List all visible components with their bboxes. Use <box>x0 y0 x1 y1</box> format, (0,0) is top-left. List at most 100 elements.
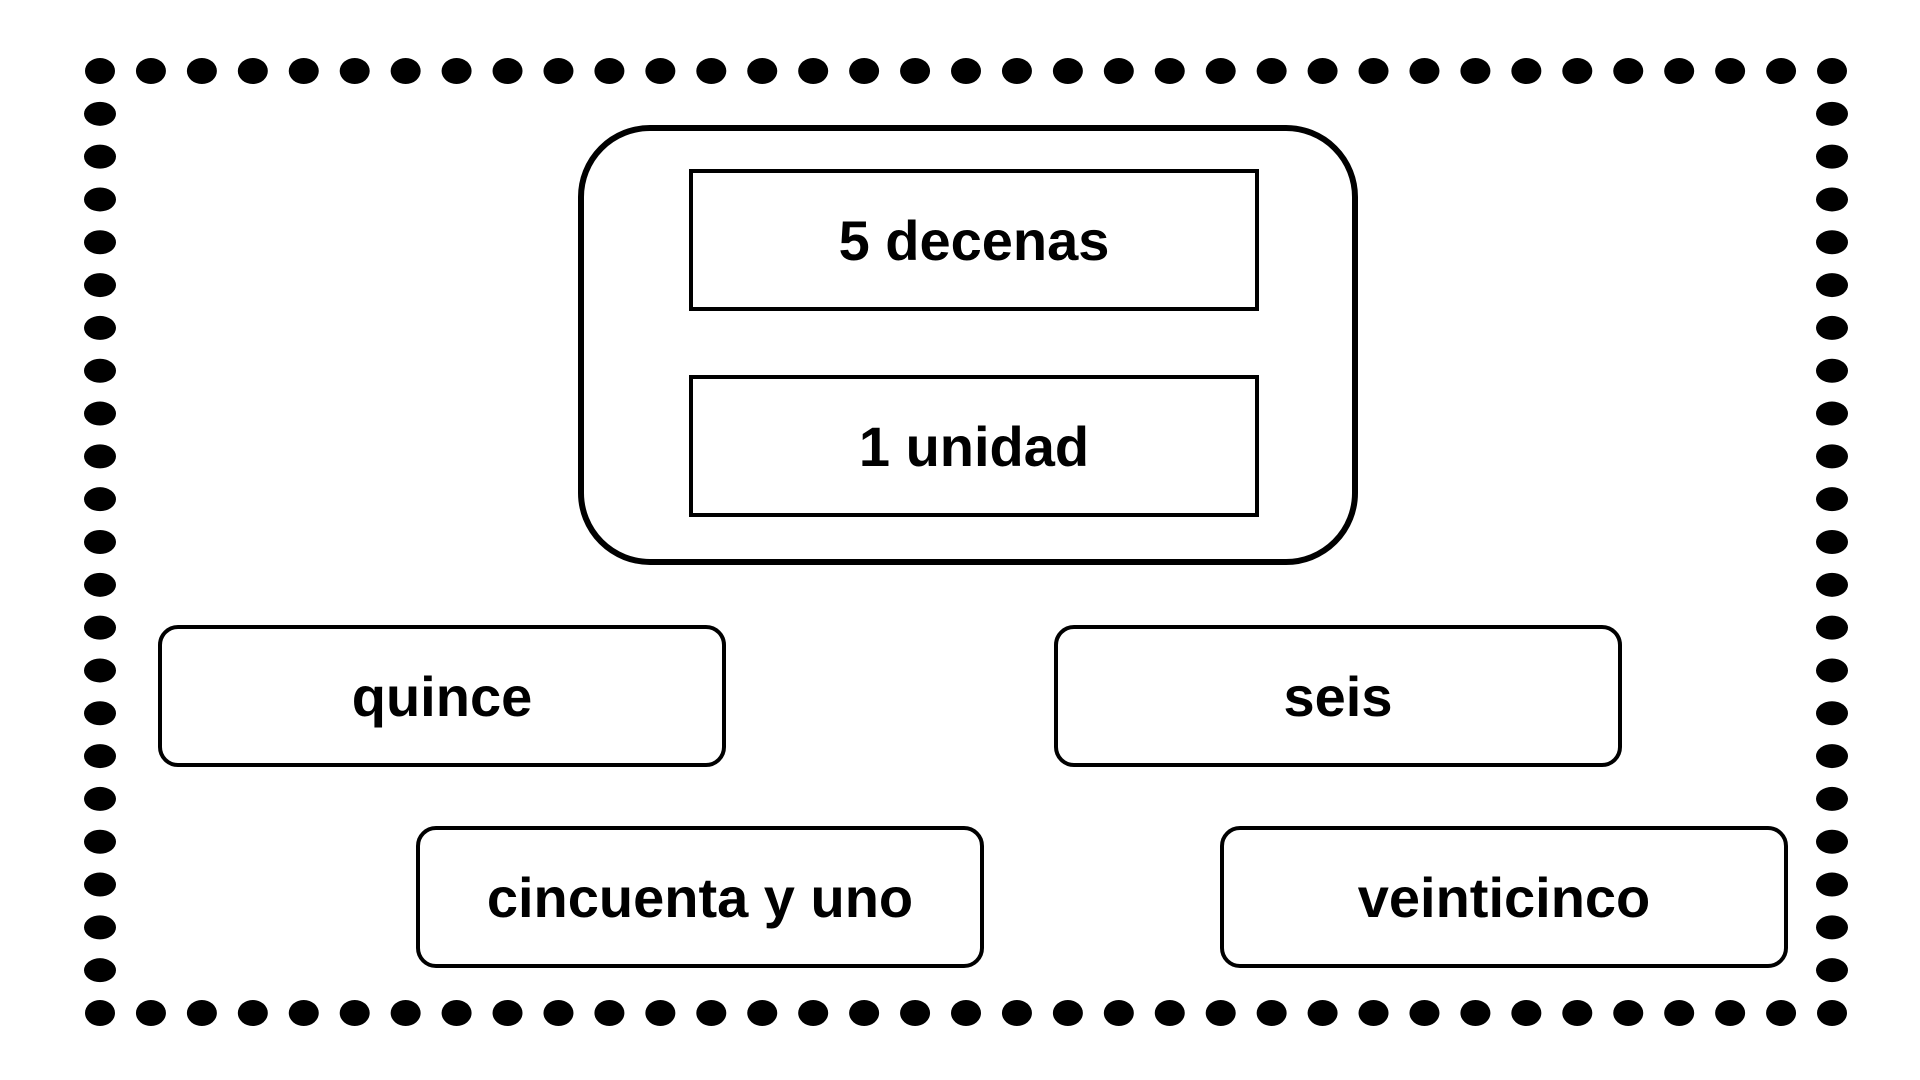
option-quince[interactable]: quince <box>158 625 726 767</box>
border-dot <box>645 1000 676 1026</box>
border-dot <box>1307 58 1338 84</box>
border-dot <box>85 58 115 84</box>
border-dot <box>1613 58 1644 84</box>
border-dot <box>84 744 116 769</box>
border-dot <box>1816 829 1848 854</box>
border-dot <box>1816 958 1848 983</box>
border-dot <box>1816 615 1848 640</box>
border-dot <box>1816 658 1848 683</box>
border-dot <box>1816 144 1848 169</box>
border-dot <box>951 1000 981 1026</box>
border-dot <box>492 58 523 84</box>
border-dot <box>441 58 472 84</box>
border-dot <box>1816 786 1848 811</box>
border-dot <box>543 1000 574 1026</box>
option-cincuenta-y-uno[interactable]: cincuenta y uno <box>416 826 984 968</box>
border-dot <box>84 444 116 469</box>
border-dot <box>798 1000 829 1026</box>
border-dot <box>900 58 931 84</box>
border-dot <box>747 58 778 84</box>
border-dot <box>1816 530 1848 554</box>
border-dot <box>594 1000 625 1026</box>
border-dot <box>1358 58 1389 84</box>
border-dot <box>84 915 116 940</box>
border-dot <box>696 58 727 84</box>
border-dot <box>1460 58 1491 84</box>
border-dot <box>1816 187 1848 212</box>
border-dot <box>1816 230 1848 255</box>
option-veinticinco[interactable]: veinticinco <box>1220 826 1788 968</box>
border-dot <box>696 1000 727 1026</box>
border-dot <box>1816 744 1848 769</box>
border-dot <box>441 1000 472 1026</box>
clue-tens: 5 decenas <box>689 169 1259 311</box>
border-dot <box>84 958 116 983</box>
border-dot <box>1409 1000 1440 1026</box>
border-dot <box>1205 1000 1236 1026</box>
border-dot <box>1154 1000 1185 1026</box>
option-seis[interactable]: seis <box>1054 625 1622 767</box>
border-dot <box>1205 58 1236 84</box>
border-dot <box>135 58 166 84</box>
border-dot <box>1816 487 1848 512</box>
question-panel: 5 decenas 1 unidad <box>578 125 1358 565</box>
border-dot <box>237 58 268 84</box>
border-dot <box>84 530 116 554</box>
border-dot <box>84 187 116 212</box>
border-dot <box>288 58 319 84</box>
border-dot <box>237 1000 268 1026</box>
border-dot <box>84 658 116 683</box>
border-dot <box>1154 58 1185 84</box>
border-dot <box>1816 872 1848 897</box>
border-dot <box>747 1000 778 1026</box>
border-dot <box>543 58 574 84</box>
border-dot <box>1817 58 1847 84</box>
border-dot <box>84 701 116 726</box>
border-dot <box>84 786 116 811</box>
border-dot <box>84 230 116 255</box>
border-dot <box>84 315 116 340</box>
border-dot <box>1715 58 1746 84</box>
border-dot <box>951 58 981 84</box>
border-dot <box>1001 58 1032 84</box>
border-dot <box>1052 58 1083 84</box>
border-dot <box>1816 273 1848 298</box>
border-dot <box>1816 358 1848 383</box>
border-dot <box>186 1000 217 1026</box>
border-dot <box>900 1000 931 1026</box>
border-dot <box>84 572 116 597</box>
border-dot <box>1562 58 1593 84</box>
border-dot <box>1511 1000 1542 1026</box>
border-dot <box>1358 1000 1389 1026</box>
border-dot <box>1664 58 1695 84</box>
border-dot <box>492 1000 523 1026</box>
border-dot <box>84 358 116 383</box>
border-dot <box>1766 1000 1797 1026</box>
border-dot <box>1256 1000 1287 1026</box>
border-dot <box>288 1000 319 1026</box>
border-dot <box>84 273 116 298</box>
border-dot <box>339 58 370 84</box>
border-dot <box>84 829 116 854</box>
border-dot <box>84 144 116 169</box>
border-dot <box>339 1000 370 1026</box>
border-dot <box>849 1000 880 1026</box>
border-dot <box>85 1000 115 1026</box>
border-dot <box>135 1000 166 1026</box>
border-dot <box>1103 1000 1134 1026</box>
clue-units: 1 unidad <box>689 375 1259 517</box>
border-dot <box>1664 1000 1695 1026</box>
border-dot <box>1613 1000 1644 1026</box>
border-dot <box>1766 58 1797 84</box>
border-dot <box>1256 58 1287 84</box>
border-dot <box>594 58 625 84</box>
border-dot <box>390 58 421 84</box>
border-dot <box>1511 58 1542 84</box>
border-dot <box>1816 915 1848 940</box>
border-dot <box>1816 101 1848 126</box>
border-dot <box>1816 444 1848 469</box>
border-dot <box>84 615 116 640</box>
border-dot <box>1460 1000 1491 1026</box>
border-dot <box>1715 1000 1746 1026</box>
